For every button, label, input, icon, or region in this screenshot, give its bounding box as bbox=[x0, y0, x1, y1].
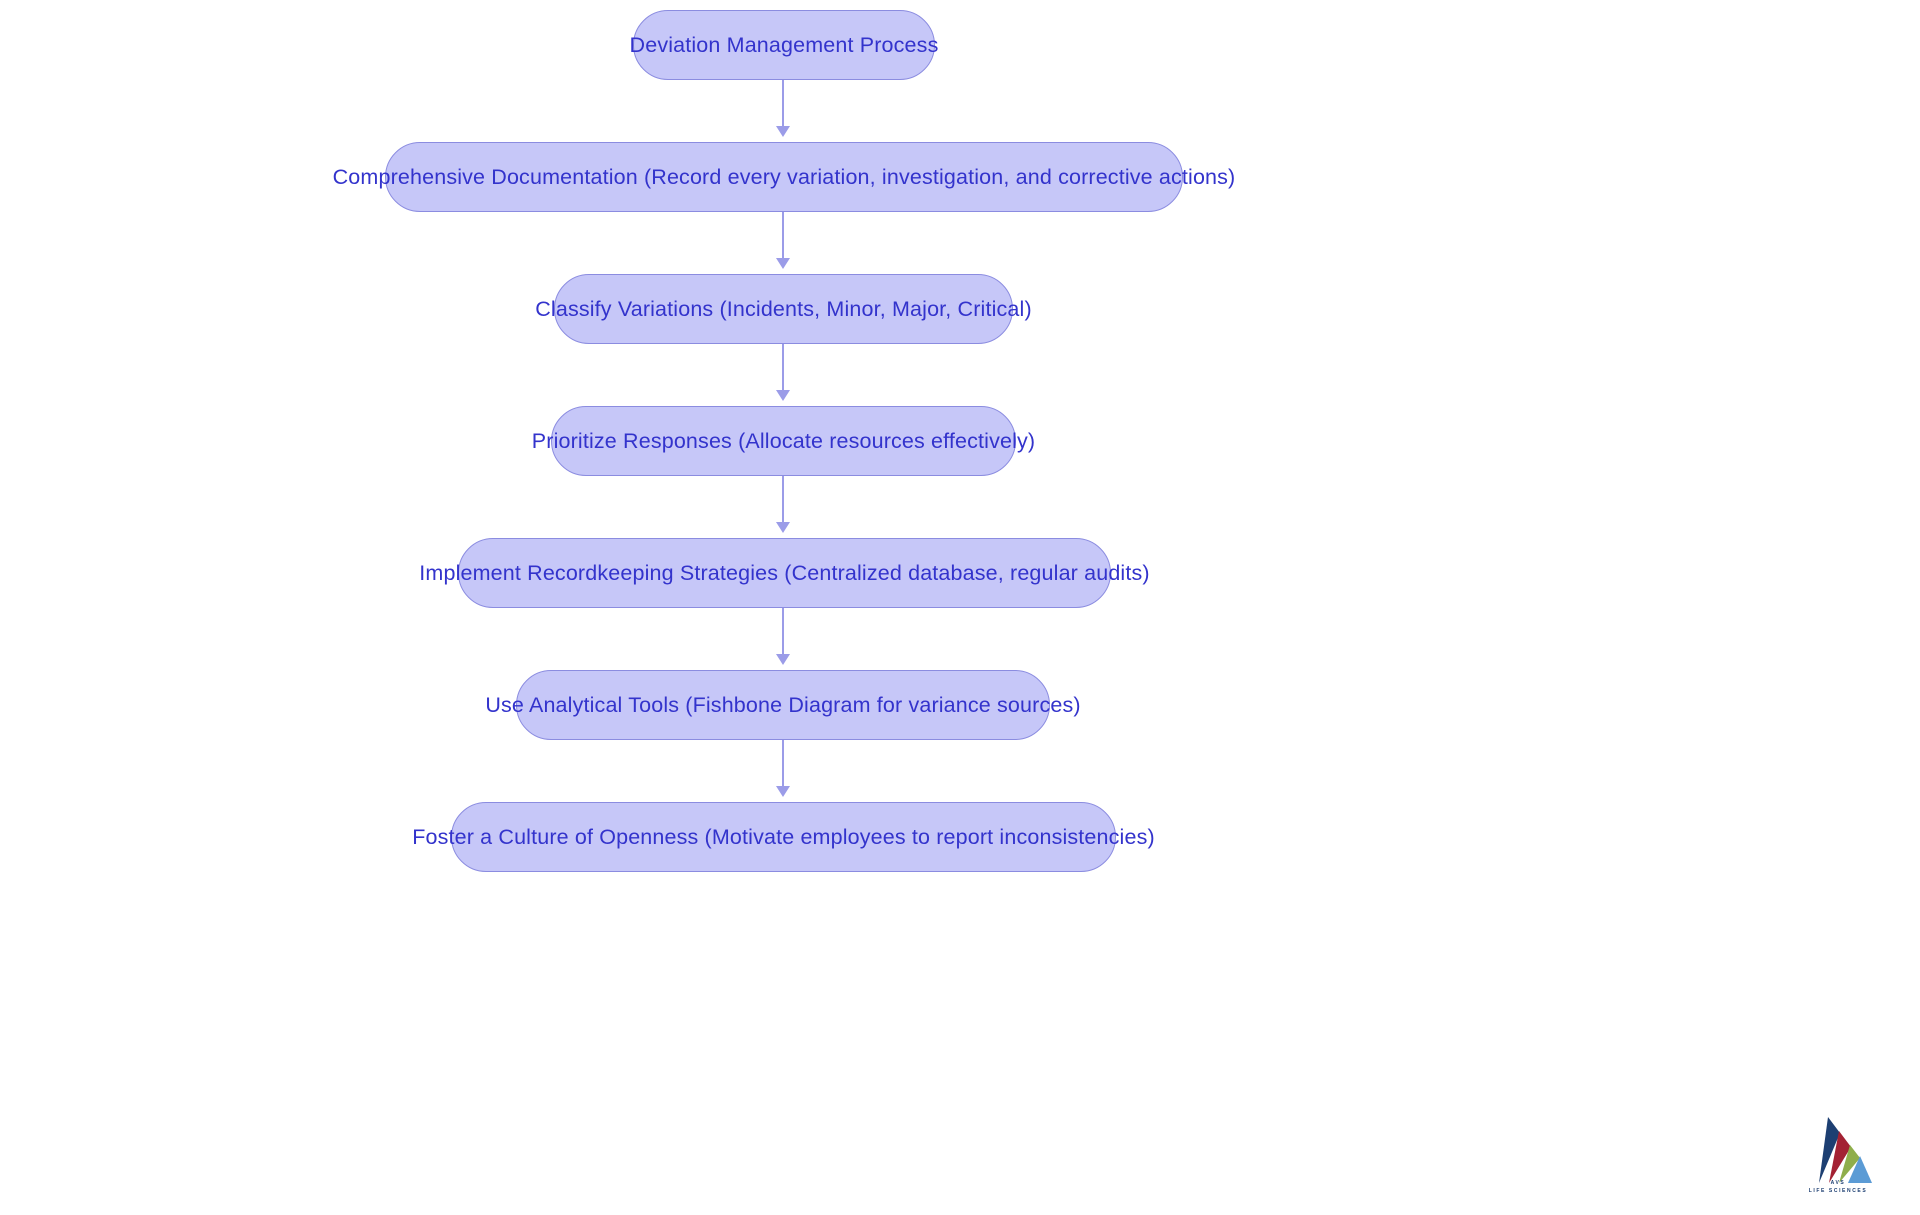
flow-node-label: Use Analytical Tools (Fishbone Diagram f… bbox=[485, 692, 1081, 717]
flow-node-comprehensive-documentation[interactable]: Comprehensive Documentation (Record ever… bbox=[333, 142, 1235, 212]
flow-arrowhead-3 bbox=[776, 390, 790, 401]
flow-node-label: Comprehensive Documentation (Record ever… bbox=[332, 164, 1236, 189]
logo-tagline: LIFE SCIENCES bbox=[1808, 1187, 1868, 1194]
logo-name: AVS bbox=[1830, 1180, 1846, 1186]
flow-node-label: Prioritize Responses (Allocate resources… bbox=[531, 428, 1036, 453]
flow-arrowhead-6 bbox=[776, 786, 790, 797]
flow-connector-1 bbox=[782, 80, 785, 128]
flow-node-prioritize-responses[interactable]: Prioritize Responses (Allocate resources… bbox=[532, 406, 1035, 476]
flow-arrowhead-5 bbox=[776, 654, 790, 665]
avs-life-sciences-logo: AVS LIFE SCIENCES bbox=[1782, 1111, 1894, 1195]
flow-connector-4 bbox=[782, 476, 785, 524]
logo-wordmark: AVS LIFE SCIENCES bbox=[1782, 1180, 1894, 1195]
flow-connector-2 bbox=[782, 212, 785, 260]
flow-arrowhead-1 bbox=[776, 126, 790, 137]
logo-mark-icon bbox=[1819, 1117, 1872, 1183]
flow-node-use-analytical-tools[interactable]: Use Analytical Tools (Fishbone Diagram f… bbox=[485, 670, 1081, 740]
flow-arrowhead-2 bbox=[776, 258, 790, 269]
flow-connector-3 bbox=[782, 344, 785, 392]
flow-connector-5 bbox=[782, 608, 785, 656]
flow-node-classify-variations[interactable]: Classify Variations (Incidents, Minor, M… bbox=[535, 274, 1032, 344]
flow-node-foster-culture-of-openness[interactable]: Foster a Culture of Openness (Motivate e… bbox=[412, 802, 1155, 872]
flow-connector-6 bbox=[782, 740, 785, 788]
flow-node-label: Classify Variations (Incidents, Minor, M… bbox=[535, 296, 1032, 321]
flow-arrowhead-4 bbox=[776, 522, 790, 533]
flow-node-deviation-management-process[interactable]: Deviation Management Process bbox=[630, 10, 938, 80]
flow-node-implement-recordkeeping-strategies[interactable]: Implement Recordkeeping Strategies (Cent… bbox=[419, 538, 1150, 608]
flow-node-label: Foster a Culture of Openness (Motivate e… bbox=[412, 824, 1155, 849]
flow-node-label: Deviation Management Process bbox=[629, 32, 939, 57]
flow-node-label: Implement Recordkeeping Strategies (Cent… bbox=[419, 560, 1150, 585]
